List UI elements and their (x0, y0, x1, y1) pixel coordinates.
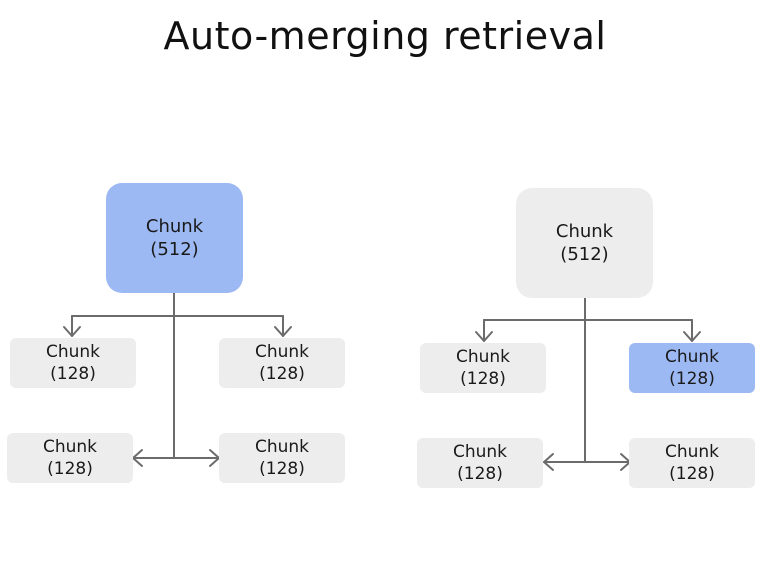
chunk-size: (128) (259, 459, 305, 479)
left-tree-connectors (63, 292, 292, 467)
right-child-chunk-bottom-left: Chunk (128) (417, 438, 543, 488)
right-child-chunk-top-left: Chunk (128) (420, 343, 546, 393)
right-parent-chunk: Chunk (512) (516, 188, 653, 298)
chunk-size: (128) (457, 464, 503, 484)
chunk-label: Chunk (664, 347, 720, 367)
chunk-label: Chunk (145, 216, 204, 237)
left-child-chunk-bottom-left: Chunk (128) (7, 433, 133, 483)
chunk-size: (512) (560, 244, 609, 265)
chunk-label: Chunk (45, 342, 101, 362)
left-child-chunk-top-right: Chunk (128) (219, 338, 345, 388)
chunk-label: Chunk (452, 442, 508, 462)
chunk-size: (128) (50, 364, 96, 384)
chunk-label: Chunk (42, 437, 98, 457)
chunk-label: Chunk (254, 437, 310, 457)
chunk-label: Chunk (555, 221, 614, 242)
chunk-size: (128) (460, 369, 506, 389)
chunk-size: (512) (150, 239, 199, 260)
page-title: Auto-merging retrieval (163, 14, 607, 58)
chunk-size: (128) (669, 464, 715, 484)
left-parent-chunk: Chunk (512) (106, 183, 243, 293)
chunk-size: (128) (47, 459, 93, 479)
left-child-chunk-bottom-right: Chunk (128) (219, 433, 345, 483)
chunk-size: (128) (669, 369, 715, 389)
chunk-label: Chunk (664, 442, 720, 462)
right-tree-connectors (475, 297, 701, 471)
right-child-chunk-top-right-highlighted: Chunk (128) (629, 343, 755, 393)
chunk-size: (128) (259, 364, 305, 384)
chunk-label: Chunk (254, 342, 310, 362)
chunk-label: Chunk (455, 347, 511, 367)
left-child-chunk-top-left: Chunk (128) (10, 338, 136, 388)
right-child-chunk-bottom-right: Chunk (128) (629, 438, 755, 488)
